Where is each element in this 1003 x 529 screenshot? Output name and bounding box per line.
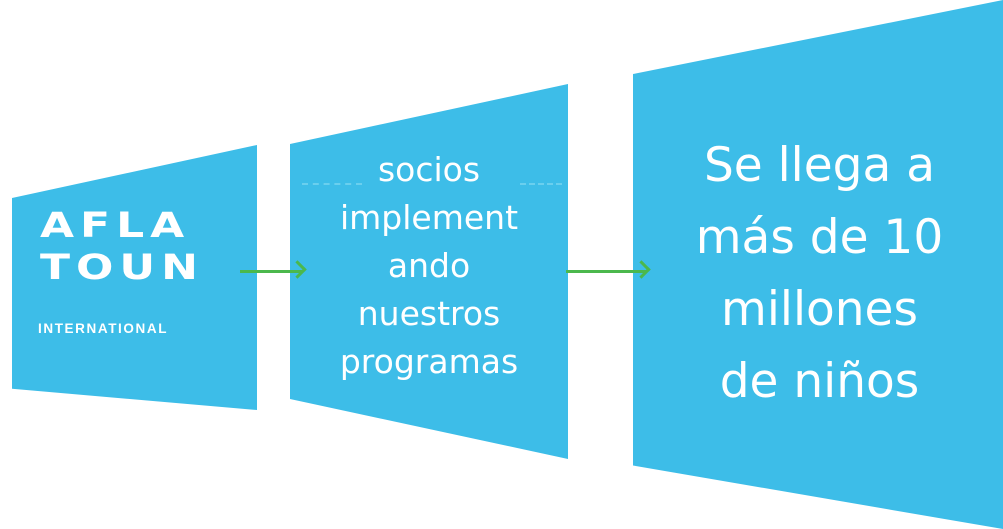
partners-text: 300 + socios implement ando nuestros pro… [339, 134, 519, 381]
logo-panel [12, 145, 257, 410]
reach-text: Se llega a más de 10 millones de niños [695, 138, 944, 409]
dashed-divider [302, 183, 362, 185]
aflatoun-logo: AFLA TOUN INTERNATIONAL [12, 145, 257, 410]
reach-panel [633, 0, 1003, 529]
partners-panel [290, 84, 568, 459]
logo-subtitle: INTERNATIONAL [38, 321, 169, 336]
partners-text-box: 300 + socios implement ando nuestros pro… [290, 134, 568, 450]
logo-word-toun: TOUN [40, 247, 204, 288]
dashed-divider [520, 183, 562, 185]
arrow-right-icon [566, 270, 646, 273]
arrow-right-icon [240, 270, 302, 273]
logo-word-afla: AFLA [40, 205, 191, 246]
